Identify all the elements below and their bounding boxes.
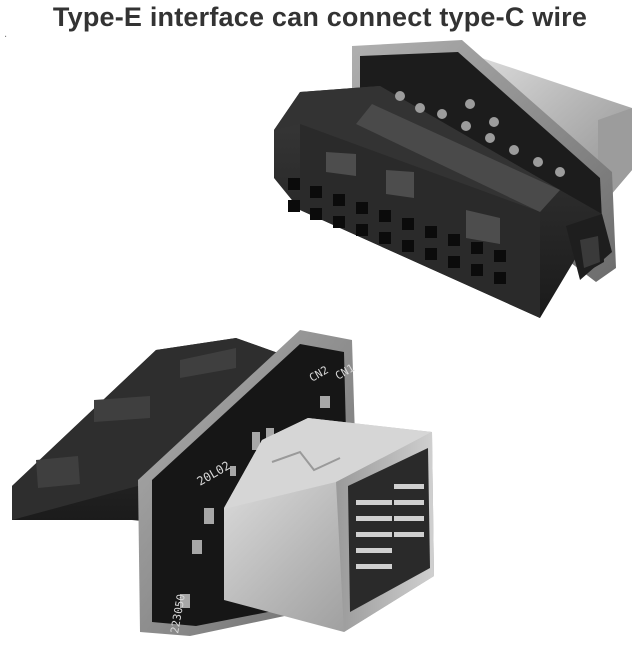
top-adapter-solder-joints — [395, 91, 565, 177]
bottom-adapter: CN2 20L02 CN1 223050 — [12, 330, 434, 636]
stray-dot: . — [4, 29, 8, 40]
type-e-contact-pins — [356, 484, 424, 569]
top-adapter — [274, 40, 632, 318]
product-caption: Type-E interface can connect type-C wire — [52, 2, 588, 32]
top-adapter-pin-holes — [288, 178, 506, 284]
